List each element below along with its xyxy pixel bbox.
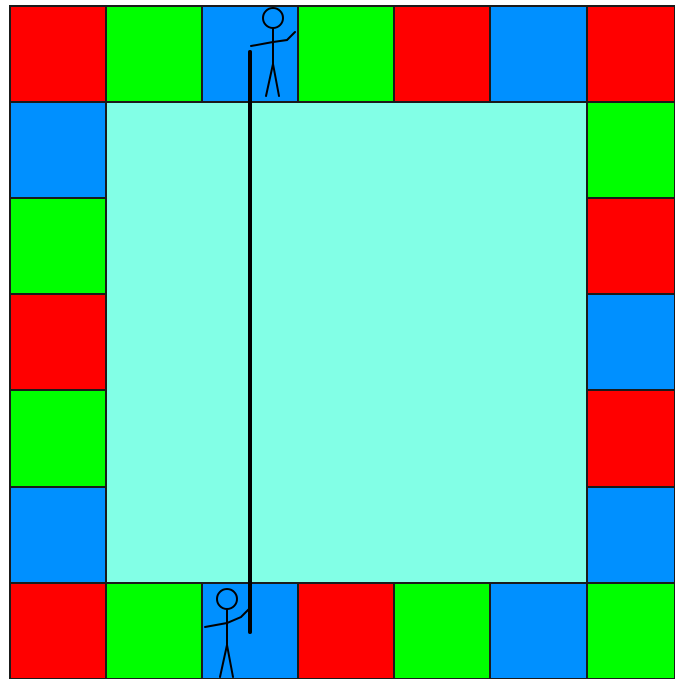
board-cell-right-3[interactable]: [587, 390, 675, 487]
board-cell-bottom-4[interactable]: [394, 583, 490, 679]
board-cell-bottom-5[interactable]: [490, 583, 587, 679]
board-cell-bottom-6[interactable]: [587, 583, 675, 679]
board-cell-top-1[interactable]: [106, 6, 202, 102]
board-cell-top-4[interactable]: [394, 6, 490, 102]
board-cell-right-4[interactable]: [587, 487, 675, 583]
board-cell-top-3[interactable]: [298, 6, 394, 102]
board-cell-right-1[interactable]: [587, 198, 675, 294]
board-cell-bottom-0[interactable]: [10, 583, 106, 679]
board-cell-bottom-1[interactable]: [106, 583, 202, 679]
board-cell-left-1[interactable]: [10, 198, 106, 294]
board-cell-left-2[interactable]: [10, 294, 106, 390]
board-cell-left-3[interactable]: [10, 390, 106, 487]
board-cell-bottom-3[interactable]: [298, 583, 394, 679]
board-cell-right-2[interactable]: [587, 294, 675, 390]
board-cell-top-6[interactable]: [587, 6, 675, 102]
board-cell-top-0[interactable]: [10, 6, 106, 102]
board-center: [106, 102, 587, 583]
board-cell-right-0[interactable]: [587, 102, 675, 198]
board-cell-left-0[interactable]: [10, 102, 106, 198]
board-cell-top-5[interactable]: [490, 6, 587, 102]
board-cell-left-4[interactable]: [10, 487, 106, 583]
